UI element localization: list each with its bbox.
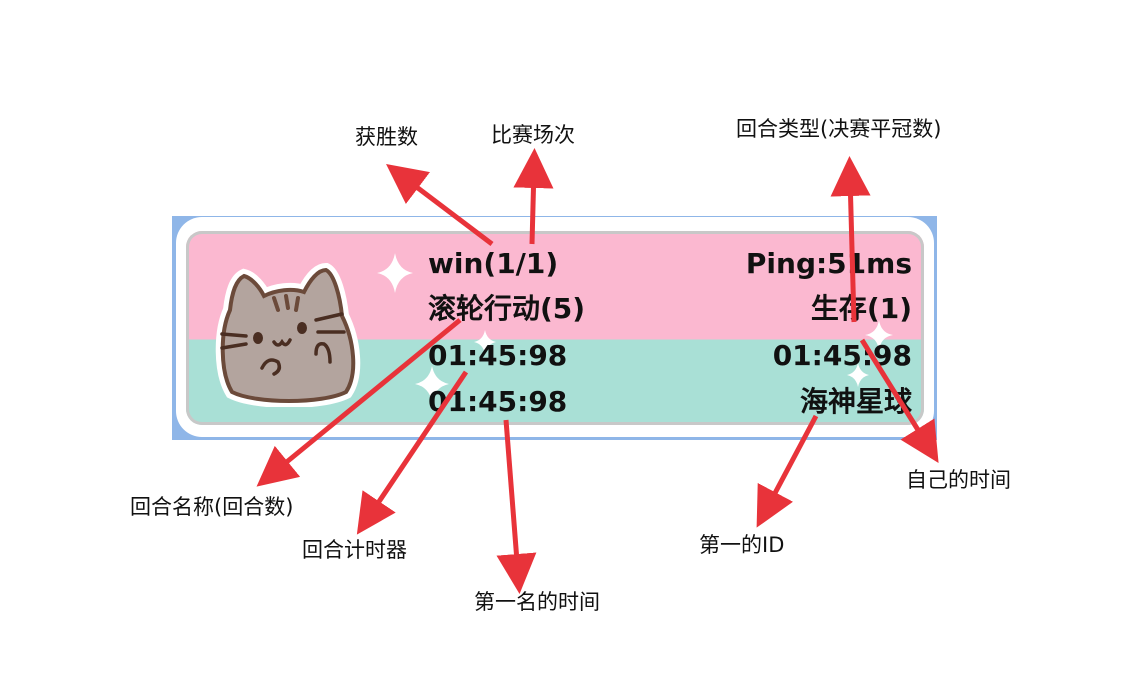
- arrow-match-count: [513, 148, 554, 245]
- sparkle-icon: [865, 320, 893, 350]
- callout-round-type: 回合类型(决赛平冠数): [736, 117, 942, 141]
- arrow-first-id: [756, 414, 819, 528]
- arrow-wins: [386, 163, 494, 246]
- sparkle-icon: [847, 363, 869, 387]
- pusheen-cat-icon: [215, 262, 361, 407]
- callout-round-timer: 回合计时器: [302, 538, 407, 562]
- callout-wins: 获胜数: [355, 125, 418, 149]
- callout-first-id: 第一的ID: [699, 533, 785, 557]
- round-type-value: 生存(1): [810, 292, 912, 325]
- wins-value: win(1/1): [428, 247, 559, 280]
- callout-self-time: 自己的时间: [906, 468, 1011, 492]
- callout-round-name: 回合名称(回合数): [130, 495, 294, 519]
- sparkle-icon: [377, 253, 413, 293]
- round-name-value: 滚轮行动(5): [428, 292, 586, 325]
- callout-first-time: 第一名的时间: [474, 590, 600, 614]
- arrow-self-time: [859, 338, 939, 463]
- round-timer-value: 01:45:98: [428, 339, 568, 372]
- callout-match-count: 比赛场次: [491, 123, 575, 147]
- self-time-value: 01:45:98: [772, 339, 912, 372]
- sparkle-icon: [474, 330, 496, 354]
- arrow-round-timer: [356, 370, 469, 535]
- sparkle-icon: [415, 366, 449, 402]
- ping-value: Ping:51ms: [745, 247, 912, 280]
- arrow-round-name: [256, 318, 462, 487]
- arrow-round-type: [830, 156, 871, 323]
- arrow-first-time: [496, 419, 537, 594]
